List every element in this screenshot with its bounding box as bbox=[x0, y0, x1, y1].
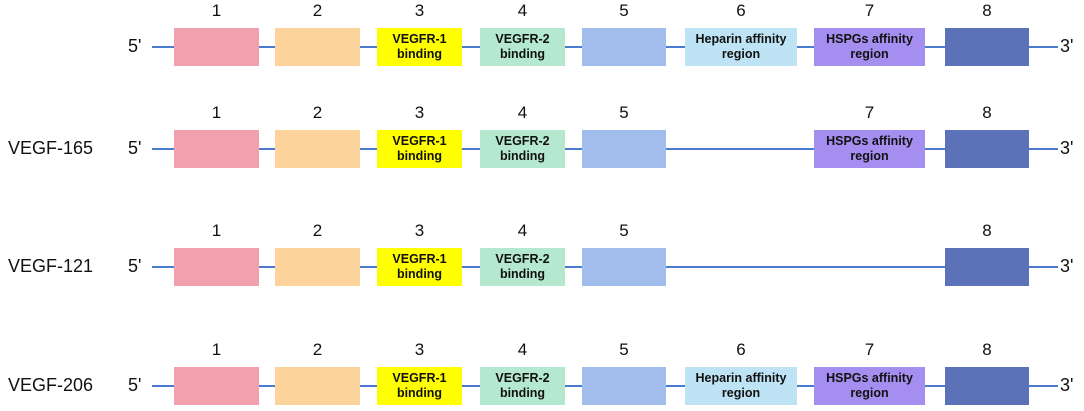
exon-number: 5 bbox=[619, 340, 629, 359]
exon-number: 3 bbox=[414, 221, 425, 240]
three-prime-label: 3' bbox=[1060, 256, 1074, 276]
three-prime-label: 3' bbox=[1060, 375, 1074, 395]
exon-5-box bbox=[582, 367, 666, 405]
exon-number: 2 bbox=[312, 340, 323, 359]
five-prime-label: 5' bbox=[128, 138, 142, 158]
exon-number: 6 bbox=[736, 340, 746, 359]
exon-2-box bbox=[275, 130, 360, 168]
exon-8-box bbox=[945, 130, 1029, 168]
exon-number: 3 bbox=[414, 340, 425, 359]
exon-number: 4 bbox=[517, 221, 528, 240]
exon-number: 7 bbox=[864, 1, 875, 20]
exon-number: 3 bbox=[414, 1, 425, 20]
exon-number: 8 bbox=[982, 1, 992, 20]
exon-label: VEGFR-2 binding bbox=[495, 371, 550, 400]
exon-number: 8 bbox=[982, 103, 992, 122]
exon-label: Heparin affinity region bbox=[695, 32, 787, 61]
exon-number: 4 bbox=[517, 340, 528, 359]
exon-7-box: HSPGs affinity region bbox=[814, 28, 925, 66]
exon-number: 1 bbox=[211, 340, 222, 359]
exon-1-box bbox=[174, 130, 259, 168]
exon-4-box: VEGFR-2 binding bbox=[480, 28, 565, 66]
exon-1-box bbox=[174, 248, 259, 286]
exon-number: 8 bbox=[982, 221, 992, 240]
exon-8-box bbox=[945, 248, 1029, 286]
three-prime-label: 3' bbox=[1060, 36, 1074, 56]
exon-label: HSPGs affinity region bbox=[826, 134, 913, 163]
exon-5-box bbox=[582, 28, 666, 66]
exon-3-box: VEGFR-1 binding bbox=[377, 28, 462, 66]
exon-label: VEGFR-1 binding bbox=[392, 252, 447, 281]
exon-8-box bbox=[945, 367, 1029, 405]
five-prime-label: 5' bbox=[128, 375, 142, 395]
exon-label: VEGFR-2 binding bbox=[495, 134, 550, 163]
exon-4-box: VEGFR-2 binding bbox=[480, 130, 565, 168]
exon-label: HSPGs affinity region bbox=[826, 371, 913, 400]
exon-number: 7 bbox=[864, 340, 875, 359]
exon-label: VEGFR-1 binding bbox=[392, 32, 447, 61]
exon-4-box: VEGFR-2 binding bbox=[480, 367, 565, 405]
exon-number: 4 bbox=[517, 1, 528, 20]
exon-2-box bbox=[275, 28, 360, 66]
exon-label: VEGFR-2 binding bbox=[495, 32, 550, 61]
exon-number: 2 bbox=[312, 1, 323, 20]
exon-number: 7 bbox=[864, 103, 875, 122]
exon-number: 3 bbox=[414, 103, 425, 122]
exon-number: 6 bbox=[736, 1, 746, 20]
exon-label: VEGFR-1 binding bbox=[392, 371, 447, 400]
exon-2-box bbox=[275, 248, 360, 286]
exon-3-box: VEGFR-1 binding bbox=[377, 367, 462, 405]
exon-4-box: VEGFR-2 binding bbox=[480, 248, 565, 286]
exon-number: 2 bbox=[312, 103, 323, 122]
exon-8-box bbox=[945, 28, 1029, 66]
five-prime-label: 5' bbox=[128, 256, 142, 276]
exon-number: 2 bbox=[312, 221, 323, 240]
transcript-label: VEGF-206 bbox=[8, 375, 94, 395]
exon-5-box bbox=[582, 130, 666, 168]
transcript-label: VEGF-121 bbox=[8, 256, 94, 276]
exon-label: VEGFR-1 binding bbox=[392, 134, 447, 163]
exon-6-box: Heparin affinity region bbox=[685, 28, 797, 66]
exon-number: 5 bbox=[619, 103, 629, 122]
exon-1-box bbox=[174, 367, 259, 405]
exon-number: 8 bbox=[982, 340, 992, 359]
exon-number: 1 bbox=[211, 221, 222, 240]
exon-1-box bbox=[174, 28, 259, 66]
exon-label: VEGFR-2 binding bbox=[495, 252, 550, 281]
exon-3-box: VEGFR-1 binding bbox=[377, 130, 462, 168]
exon-2-box bbox=[275, 367, 360, 405]
exon-5-box bbox=[582, 248, 666, 286]
exon-number: 1 bbox=[211, 1, 222, 20]
exon-3-box: VEGFR-1 binding bbox=[377, 248, 462, 286]
exon-6-box: Heparin affinity region bbox=[685, 367, 797, 405]
exon-number: 5 bbox=[619, 221, 629, 240]
three-prime-label: 3' bbox=[1060, 138, 1074, 158]
transcript-label: VEGF-165 bbox=[8, 138, 94, 158]
exon-label: Heparin affinity region bbox=[695, 371, 787, 400]
exon-7-box: HSPGs affinity region bbox=[814, 367, 925, 405]
exon-number: 5 bbox=[619, 1, 629, 20]
exon-number: 1 bbox=[211, 103, 222, 122]
exon-label: HSPGs affinity region bbox=[826, 32, 913, 61]
exon-7-box: HSPGs affinity region bbox=[814, 130, 925, 168]
exon-number: 4 bbox=[517, 103, 528, 122]
five-prime-label: 5' bbox=[128, 36, 142, 56]
